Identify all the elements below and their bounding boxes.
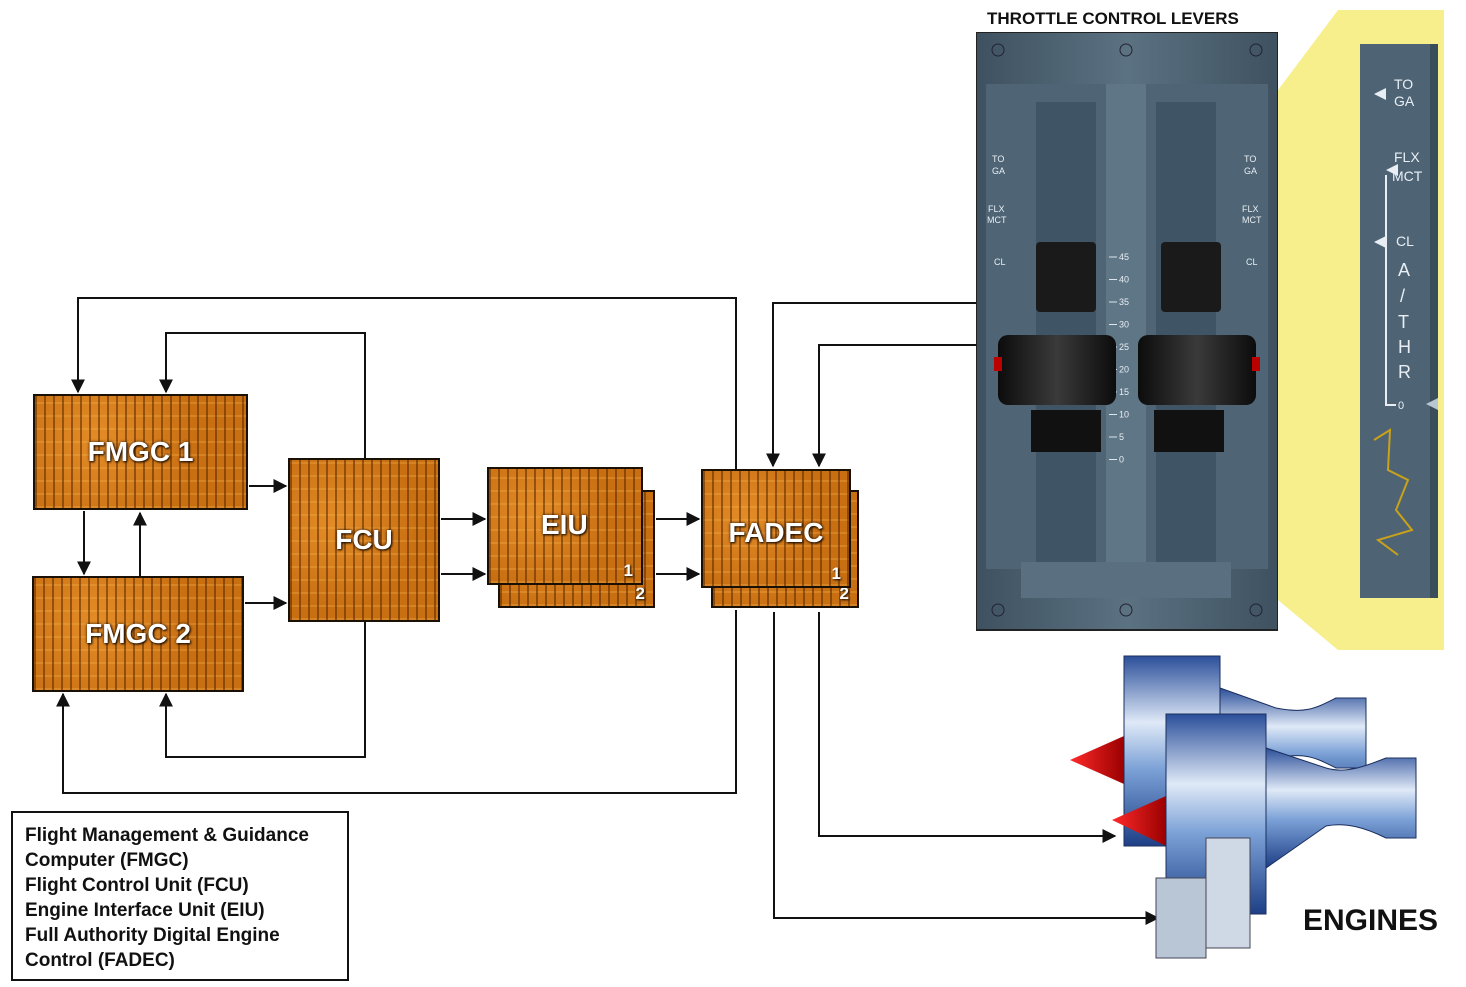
zoom-detent-cl: CL <box>1396 233 1414 249</box>
zoom-detent-toga: TO <box>1394 76 1413 92</box>
fmgc1-box: FMGC 1 <box>33 394 248 510</box>
detent-flx-right-2: MCT <box>1242 215 1262 225</box>
zoom-athr-label: A / T H R <box>1398 260 1411 382</box>
fadec-label: FADEC <box>728 517 824 548</box>
detent-cl-right: CL <box>1246 257 1258 267</box>
detent-flx-left: FLX <box>988 204 1005 214</box>
fcu-to-fmgc1-line <box>159 332 366 460</box>
fmgc2-box: FMGC 2 <box>32 576 244 692</box>
fcu-box: FCU <box>288 458 440 622</box>
legend-line-4: Engine Interface Unit (EIU) <box>25 900 265 921</box>
right-throttle-lever[interactable] <box>1138 242 1260 452</box>
svg-text:T: T <box>1398 312 1409 332</box>
throttle-panel: TO GA FLX MCT CL TO GA FLX MCT CL 45 40 35… <box>976 32 1278 631</box>
legend-line-5: Full Authority Digital Engine <box>25 925 280 946</box>
throttle-to-fadec1-line <box>766 302 978 468</box>
detent-toga-left-2: GA <box>992 166 1005 176</box>
throttle-zoom-callout: TO GA FLX MCT CL A / T H R 0 <box>1278 10 1444 650</box>
fmgc1-label: FMGC 1 <box>87 436 194 467</box>
legend-line-3: Flight Control Unit (FCU) <box>25 875 249 896</box>
fmgc2-label: FMGC 2 <box>85 618 191 649</box>
scale-tick-40: 40 <box>1119 275 1129 285</box>
scale-tick-0: 0 <box>1119 455 1124 465</box>
eiu1-box: EIU 1 <box>487 467 643 585</box>
left-throttle-lever[interactable] <box>994 242 1116 452</box>
scale-tick-30: 30 <box>1119 320 1129 330</box>
legend-line-6: Control (FADEC) <box>25 950 175 971</box>
svg-text:H: H <box>1398 337 1411 357</box>
zoom-zero: 0 <box>1398 400 1404 412</box>
detent-flx-right: FLX <box>1242 204 1259 214</box>
svg-text:A: A <box>1398 260 1410 280</box>
zoom-detent-flx-2: MCT <box>1392 168 1423 184</box>
engines-label: ENGINES <box>1303 904 1439 937</box>
zoom-detent-toga-2: GA <box>1394 93 1415 109</box>
legend-box: Flight Management & Guidance Computer (F… <box>11 811 349 981</box>
fadec2-number: 2 <box>839 584 849 603</box>
fcu-label: FCU <box>335 524 393 555</box>
scale-tick-45: 45 <box>1119 252 1129 262</box>
fadec-to-fmgc2-line <box>56 610 737 794</box>
detent-flx-left-2: MCT <box>987 215 1007 225</box>
fadec-to-engine2-line <box>773 612 1160 925</box>
fadec-to-fmgc1-line <box>71 297 737 470</box>
fadec-to-engine1-line <box>818 612 1117 843</box>
legend-line-1: Flight Management & Guidance <box>25 825 309 846</box>
thrust-scale: 45 40 35 30 25 20 15 10 5 0 <box>1109 252 1129 465</box>
eiu2-number: 2 <box>635 584 645 603</box>
scale-tick-20: 20 <box>1119 365 1129 375</box>
eiu1-number: 1 <box>623 561 633 580</box>
scale-tick-10: 10 <box>1119 410 1129 420</box>
svg-text:R: R <box>1398 362 1411 382</box>
throttle-to-fadec2-line <box>812 344 978 468</box>
eiu-label: EIU <box>541 509 588 540</box>
engine-front <box>1112 713 1417 959</box>
legend-line-2: Computer (FMGC) <box>25 850 189 871</box>
engines-illustration <box>1070 655 1417 959</box>
detent-toga-right-2: GA <box>1244 166 1257 176</box>
fadec1-box: FADEC 1 <box>701 469 851 588</box>
scale-tick-15: 15 <box>1119 387 1129 397</box>
fadec1-number: 1 <box>831 564 841 583</box>
detent-toga-right: TO <box>1244 154 1256 164</box>
detent-cl-left: CL <box>994 257 1006 267</box>
fcu-to-fmgc2-line <box>159 622 366 758</box>
svg-text:/: / <box>1400 286 1405 306</box>
scale-tick-25: 25 <box>1119 342 1129 352</box>
throttle-title: THROTTLE CONTROL LEVERS <box>987 9 1239 28</box>
scale-tick-5: 5 <box>1119 432 1124 442</box>
scale-tick-35: 35 <box>1119 297 1129 307</box>
zoom-detent-flx: FLX <box>1394 149 1420 165</box>
detent-toga-left: TO <box>992 154 1004 164</box>
